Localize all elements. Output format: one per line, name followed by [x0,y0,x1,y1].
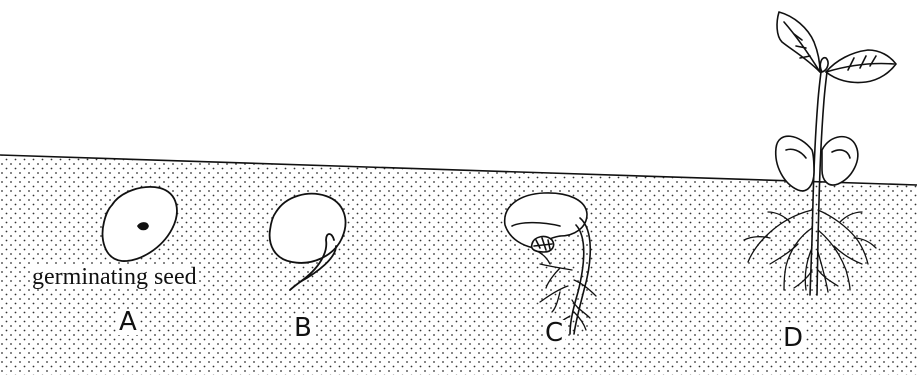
label-stage-d: D [781,325,805,351]
label-stage-c: C [543,320,565,346]
seed-a-hilum [138,223,148,229]
label-stage-b: B [292,315,314,341]
label-stage-a: A [117,309,139,335]
caption-germinating-seed: germinating seed [30,265,199,289]
plant-d-cotyledon-right [822,137,858,185]
